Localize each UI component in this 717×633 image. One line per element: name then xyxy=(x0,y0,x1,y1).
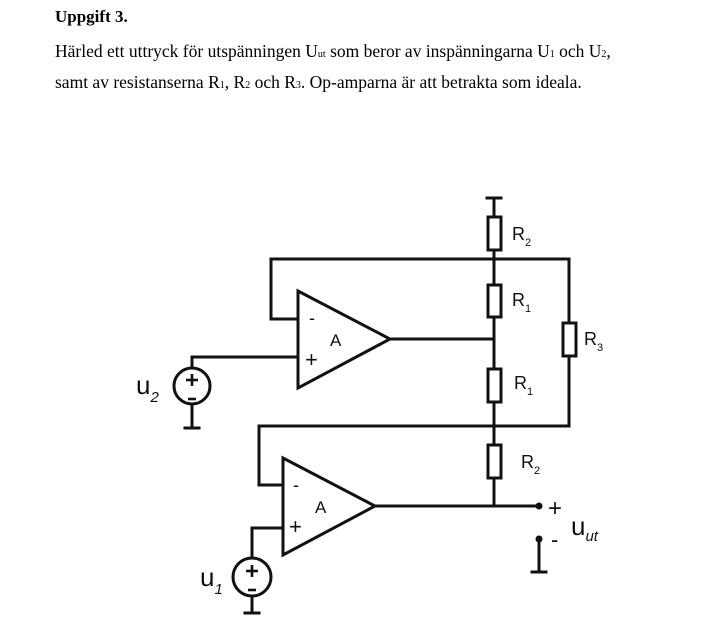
label-r1-lower: R1 xyxy=(514,373,533,398)
problem-text-line-2: samt av resistanserna R1, R2 och R3. Op-… xyxy=(55,72,582,93)
resistor-r2-top xyxy=(486,215,503,252)
problem-heading: Uppgift 3. xyxy=(55,7,128,26)
subscript: 1 xyxy=(219,80,225,91)
resistor-r1-upper xyxy=(486,283,503,319)
opamp-bottom-minus: - xyxy=(293,475,299,495)
text-part: . Op-amparna är att betrakta som ideala. xyxy=(300,72,582,92)
text-part: Härled ett uttryck för utspänningen U xyxy=(55,41,318,61)
problem-text-line-1: Härled ett uttryck för utspänningen Uut … xyxy=(55,41,611,62)
text-part: och U xyxy=(554,41,602,61)
text-part: , R xyxy=(224,72,246,92)
text-part: , xyxy=(606,41,611,61)
output-terminal-plus xyxy=(535,502,543,510)
text-part: samt av resistanserna R xyxy=(55,72,220,92)
subscript: 3 xyxy=(295,80,301,91)
label-r2-top: R2 xyxy=(512,224,531,249)
opamp-top-minus: - xyxy=(309,308,315,328)
resistor-r1-lower xyxy=(486,367,503,404)
label-r3: R3 xyxy=(584,329,603,354)
label-r2-bottom: R2 xyxy=(521,452,540,477)
label-uut: uut xyxy=(571,511,599,545)
subscript: ut xyxy=(317,49,326,60)
opamp-bottom-label: A xyxy=(315,498,327,517)
label-r1-upper: R1 xyxy=(512,290,531,315)
opamp-bottom xyxy=(281,455,379,558)
text-part: som beror av inspänningarna U xyxy=(325,41,550,61)
resistor-r3 xyxy=(561,321,578,358)
text-part: och R xyxy=(250,72,296,92)
opamp-top-plus: + xyxy=(305,347,318,372)
label-u1: u1 xyxy=(200,562,223,598)
opamp-top-label: A xyxy=(330,331,342,350)
subscript: 2 xyxy=(601,49,607,60)
output-terminal-minus xyxy=(535,535,543,543)
opamp-bottom-plus: + xyxy=(289,514,302,539)
output-plus-label: + xyxy=(548,495,562,522)
subscript: 2 xyxy=(245,80,251,91)
resistor-r2-bottom xyxy=(486,443,503,480)
opamp-top xyxy=(296,288,394,391)
subscript: 1 xyxy=(549,49,555,60)
output-minus-label: - xyxy=(551,527,558,552)
label-u2: u2 xyxy=(136,370,159,406)
